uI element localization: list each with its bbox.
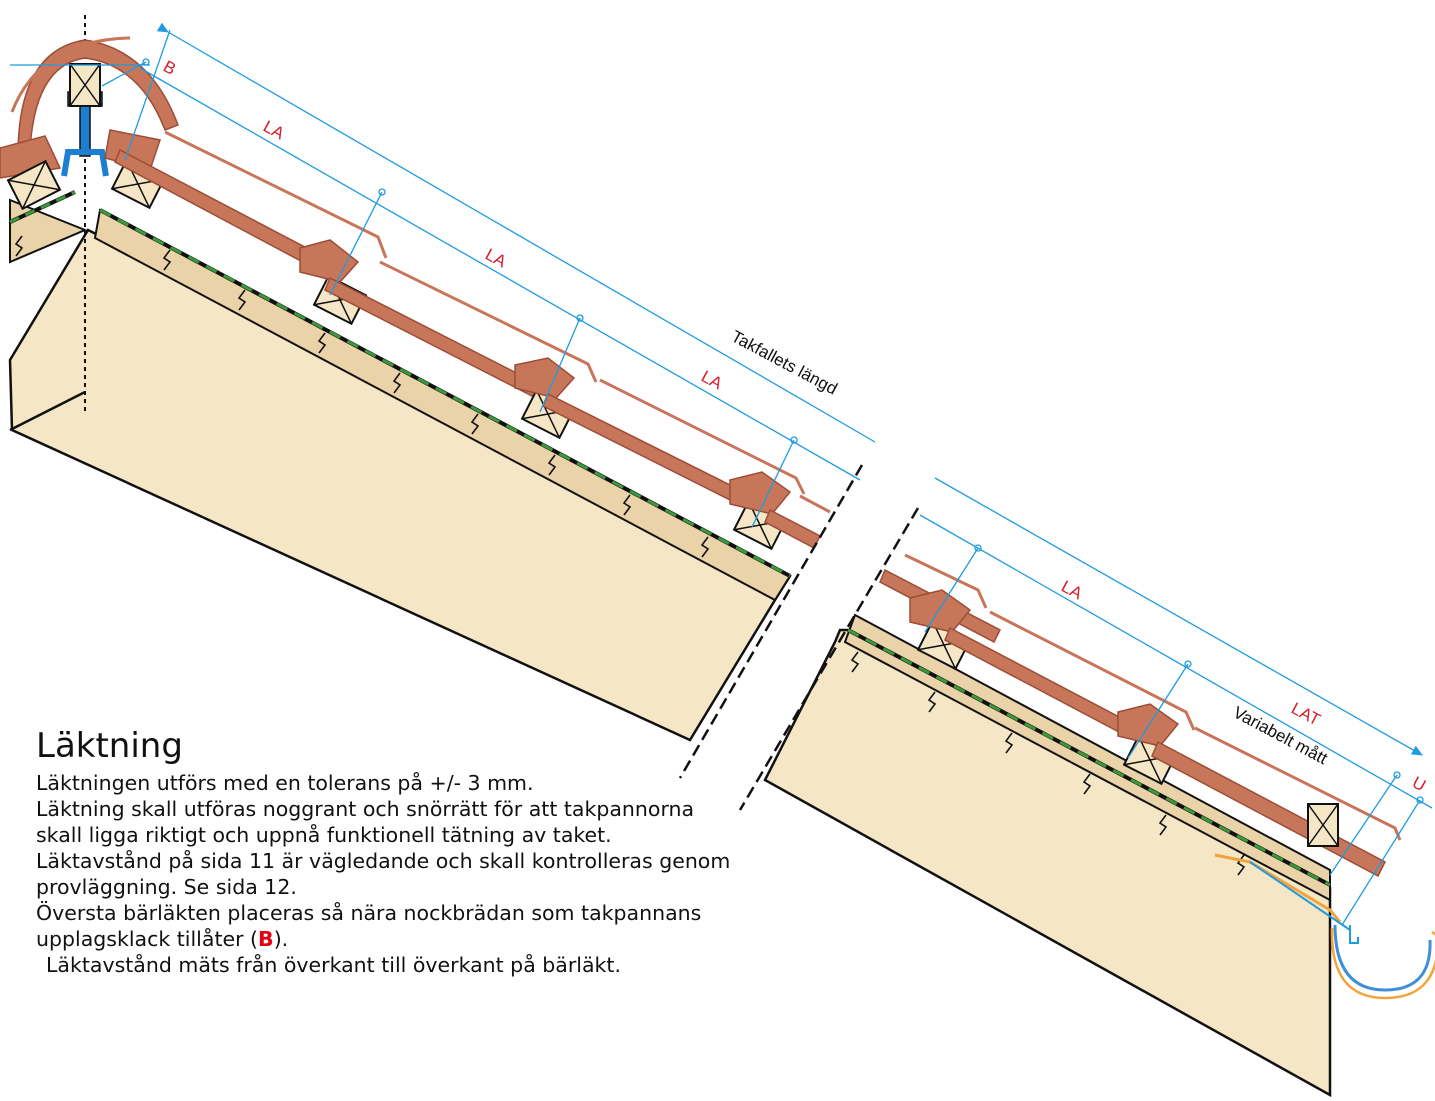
paragraph-tolerance: Läktningen utförs med en tolerans på +/-… [36,771,534,795]
label-lat: LAT [1288,699,1323,730]
ridge-batten [69,63,101,107]
paragraph-accuracy: Läktning skall utföras noggrant och snör… [36,797,695,847]
left-dimensions [10,22,876,528]
left-break-line [678,464,864,779]
paragraph-top-batten: Översta bärläkten placeras så nära nockb… [36,900,736,952]
label-la-2: LA [482,245,510,272]
right-tile-row-2 [909,589,1196,742]
label-la-4: LA [1058,577,1086,604]
label-u: U [1409,773,1429,796]
label-roof-length: Takfallets längd [728,327,840,399]
right-dimensions [919,477,1433,926]
ridge-cap-tile [17,39,179,151]
right-roof-section: LA LAT Variabelt mått U [738,477,1435,1098]
paragraph-measure: Läktavstånd mäts från överkant till över… [46,953,621,977]
gutter [1333,924,1432,992]
left-roof-section: B LA LA LA Takfallets längd [0,15,876,779]
section-title: Läktning [36,726,183,766]
eaves-flashing [1214,853,1342,923]
paragraph-top-batten-b: B [258,927,274,951]
right-break-line [738,507,920,811]
label-b: B [160,57,179,79]
paragraph-spacing: Läktavstånd på sida 11 är vägledande och… [36,849,731,899]
paragraph-top-batten-text: Översta bärläkten placeras så nära nockb… [36,901,702,951]
paragraph-top-batten-end: ). [273,927,289,951]
eaves-batten [1307,803,1339,847]
tile-row-4 [729,471,831,550]
left-rafter [8,228,792,742]
text-block: Läktning Läktningen utförs med en tolera… [36,726,736,978]
